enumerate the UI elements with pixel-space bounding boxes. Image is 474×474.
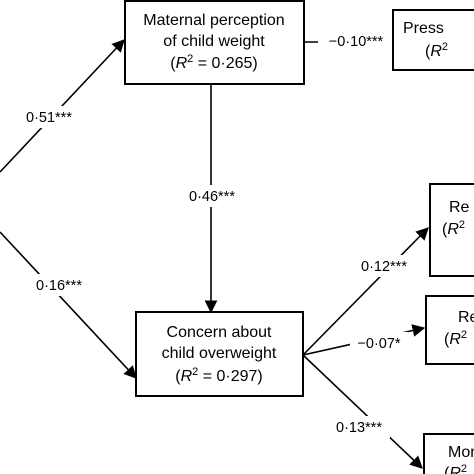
node-reward-line1: Re <box>458 309 474 326</box>
node-restriction-line1: Re <box>449 199 470 216</box>
coef-perception-to-pressure: −0·10*** <box>318 30 394 52</box>
coef-input-to-concern-text: 0·16*** <box>36 278 82 294</box>
coef-input-to-perception: 0·51*** <box>18 106 80 128</box>
node-pressure-r2: (R2 <box>425 41 448 60</box>
edge-input-to-concern <box>0 231 137 379</box>
node-concern-overweight: Concern about child overweight (R2 = 0·2… <box>135 311 304 397</box>
node-monitoring-r2: (R2 <box>444 463 467 474</box>
coef-input-to-concern: 0·16*** <box>28 274 90 296</box>
node-monitoring: Mon (R2 <box>423 433 474 474</box>
node-restriction: Re (R2 <box>429 183 474 277</box>
node-reward: Re (R2 <box>425 295 474 365</box>
node-maternal-perception-r2: (R2 = 0·265) <box>170 53 258 72</box>
node-maternal-perception-line2: of child weight <box>163 33 265 50</box>
coef-perception-to-concern-text: 0·46*** <box>189 189 235 205</box>
node-reward-r2: (R2 <box>444 329 467 348</box>
node-restriction-r2: (R2 <box>442 219 465 238</box>
coef-concern-to-restriction-text: 0·12*** <box>361 259 407 275</box>
node-concern-overweight-r2: (R2 = 0·297) <box>175 366 263 385</box>
node-pressure-line1: Press <box>403 20 444 37</box>
coef-concern-to-monitoring-text: 0·13*** <box>336 420 382 436</box>
node-maternal-perception: Maternal perception of child weight (R2 … <box>124 0 305 85</box>
node-concern-overweight-line1: Concern about <box>167 324 273 341</box>
coef-perception-to-pressure-text: −0·10*** <box>329 34 384 50</box>
coef-concern-to-restriction: 0·12*** <box>353 255 415 277</box>
coef-concern-to-monitoring: 0·13*** <box>328 416 390 438</box>
coef-concern-to-reward-text: −0·07* <box>357 336 400 352</box>
coef-perception-to-concern: 0·46*** <box>181 185 243 207</box>
edge-concern-to-monitoring <box>302 354 423 469</box>
coef-concern-to-reward: −0·07* <box>350 332 408 354</box>
edge-concern-to-restriction <box>302 227 429 356</box>
node-maternal-perception-line1: Maternal perception <box>143 12 284 29</box>
node-monitoring-line1: Mon <box>448 444 474 461</box>
node-pressure: Press (R2 <box>392 9 474 71</box>
coef-input-to-perception-text: 0·51*** <box>26 110 72 126</box>
node-concern-overweight-line2: child overweight <box>162 345 277 362</box>
